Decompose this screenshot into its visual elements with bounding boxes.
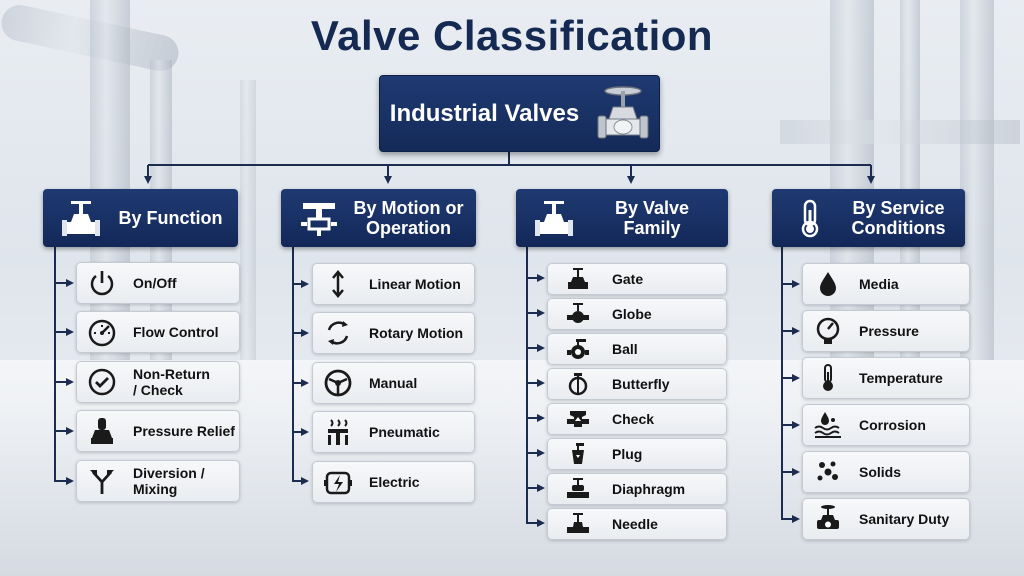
check-valve-icon [567,411,589,427]
needle-valve-icon [567,513,589,533]
split-arrow-icon [90,470,114,494]
item-rotary-motion: Rotary Motion [312,312,475,354]
sanitary-valve-icon [817,505,839,529]
gate-icon [568,268,588,289]
pneumatic-icon [328,419,348,445]
category-by-function: By Function [43,189,238,247]
category-by-valve-family: By Valve Family [516,189,728,247]
rotate-icon [327,321,349,345]
item-pneumatic: Pneumatic [312,411,475,453]
item-needle: Needle [547,508,727,540]
valve-icon [62,201,100,236]
gate-valve-icon [597,85,649,138]
electric-actuator-icon [324,471,352,495]
globe-valve-icon [567,303,589,323]
category-label: By Valve Family [614,198,690,238]
item-corrosion: Corrosion [802,404,970,446]
thermometer-icon [823,364,833,391]
category-label: By Function [118,208,223,228]
vertical-arrow-icon [332,270,344,298]
root-node: Industrial Valves [379,75,660,152]
item-diaphragm: Diaphragm [547,473,727,505]
relief-valve-icon [91,418,113,444]
diaphragm-valve-icon [567,478,589,498]
plug-valve-icon [572,443,584,464]
power-icon [90,271,114,296]
item-temperature: Temperature [802,357,970,399]
item-media: Media [802,263,970,305]
valve-icon [535,201,573,236]
item-manual: Manual [312,362,475,404]
corrosion-icon [814,412,841,438]
item-check: Check [547,403,727,435]
category-by-motion: By Motion or Operation [281,189,476,247]
item-on-off: On/Off [76,262,240,304]
root-label: Industrial Valves [389,99,580,127]
item-pressure-relief: Pressure Relief [76,410,240,452]
butterfly-valve-icon [568,373,588,396]
item-ball: Ball [547,333,727,365]
item-electric: Electric [312,461,475,503]
item-globe: Globe [547,298,727,330]
category-label: By Service Conditions [851,198,946,238]
item-butterfly: Butterfly [547,368,727,400]
actuator-icon [301,203,337,236]
check-circle-icon [88,368,116,396]
item-solids: Solids [802,451,970,493]
droplet-icon [820,272,836,296]
item-sanitary-duty: Sanitary Duty [802,498,970,540]
pressure-gauge-icon [816,317,840,344]
particles-icon [817,461,838,481]
item-non-return-check: Non-Return / Check [76,361,240,403]
item-flow-control: Flow Control [76,311,240,353]
page-title: Valve Classification [310,12,714,59]
item-gate: Gate [547,263,727,295]
category-by-service-conditions: By Service Conditions [772,189,965,247]
item-diversion-mixing: Diversion / Mixing [76,460,240,502]
gauge-icon [88,319,116,347]
category-label: By Motion or Operation [353,198,464,238]
handwheel-icon [324,369,352,397]
ball-valve-icon [567,339,589,359]
thermometer-icon [801,199,819,238]
item-linear-motion: Linear Motion [312,263,475,305]
item-pressure: Pressure [802,310,970,352]
item-plug: Plug [547,438,727,470]
